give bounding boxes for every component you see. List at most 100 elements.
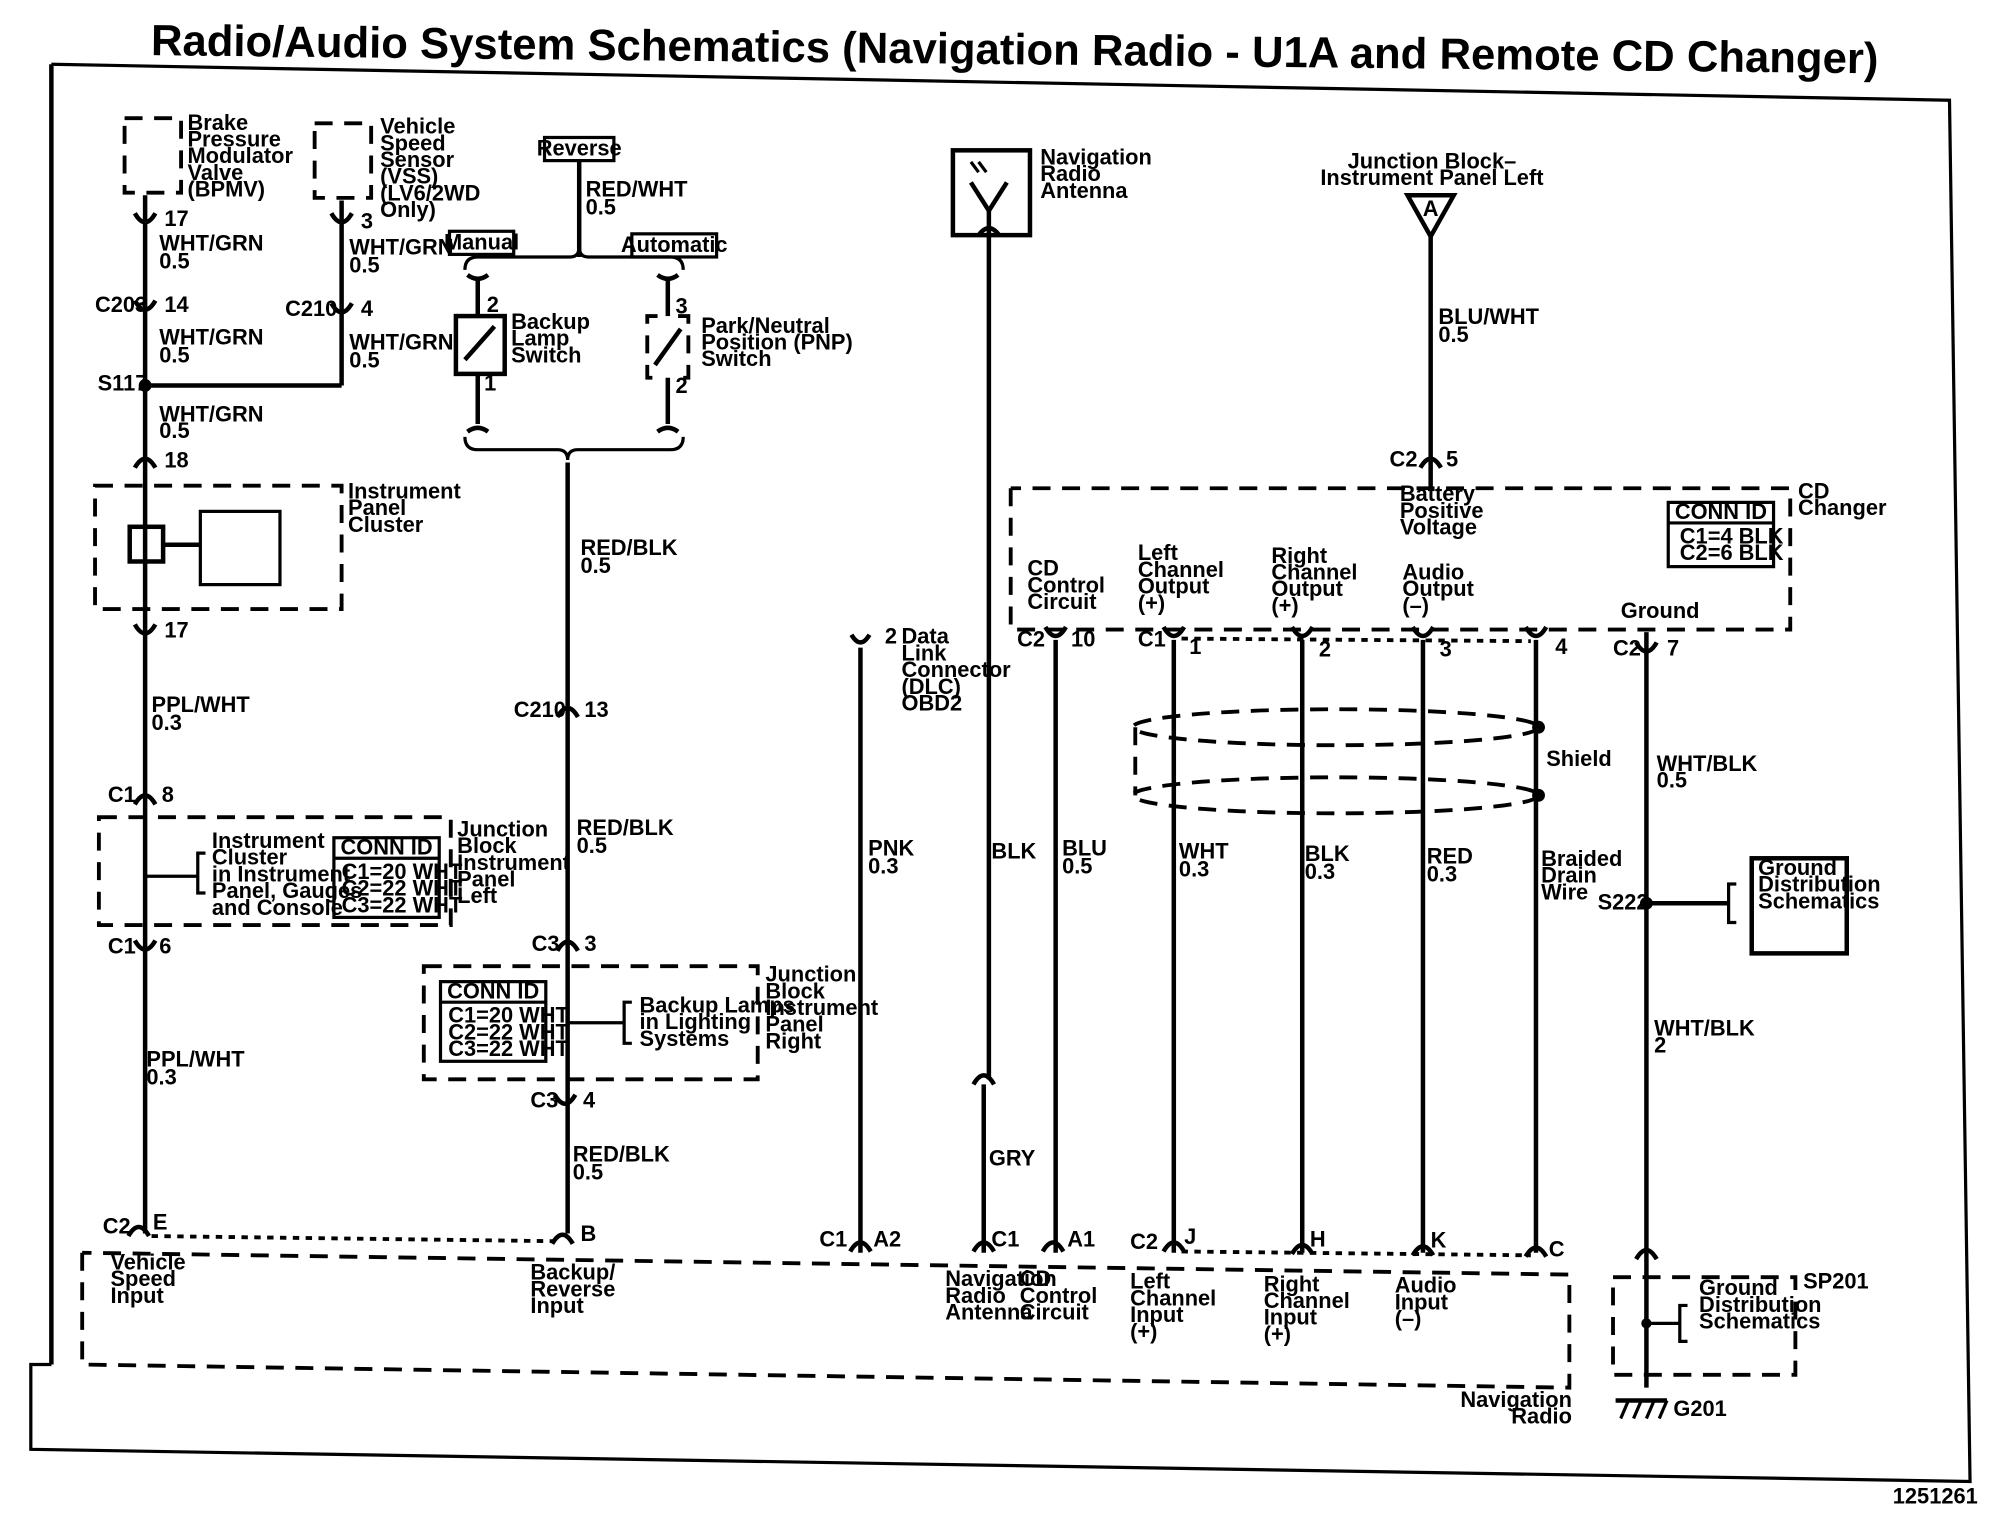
svg-text:2: 2 bbox=[1319, 637, 1331, 662]
svg-text:Braided: Braided bbox=[1541, 846, 1622, 871]
svg-text:C1=20 WHT: C1=20 WHT bbox=[342, 859, 463, 884]
cd-changer: CD Changer CONN ID C1=4 BLK C2=6 BLK Bat… bbox=[1008, 479, 1887, 632]
svg-text:17: 17 bbox=[164, 617, 188, 642]
svg-text:Output: Output bbox=[1138, 574, 1210, 599]
svg-text:J: J bbox=[1184, 1224, 1196, 1249]
svg-text:Link: Link bbox=[902, 640, 948, 665]
svg-text:BLK: BLK bbox=[991, 838, 1036, 863]
bpmv-component: Brake Pressure Modulator Valve (BPMV) bbox=[122, 110, 293, 202]
pnp-switch: 3 2 Park/Neutral Position (PNP) Switch bbox=[645, 273, 853, 434]
svg-text:0.5: 0.5 bbox=[159, 342, 189, 367]
svg-text:Park/Neutral: Park/Neutral bbox=[701, 313, 830, 338]
svg-text:Instrument Panel Left: Instrument Panel Left bbox=[1320, 165, 1543, 190]
svg-text:Valve: Valve bbox=[188, 160, 244, 185]
gds-box-right bbox=[1749, 856, 1850, 956]
svg-text:Audio: Audio bbox=[1395, 1273, 1457, 1298]
ground-symbol-g201: G201 bbox=[1615, 1396, 1727, 1421]
svg-text:0.5: 0.5 bbox=[1438, 322, 1468, 347]
svg-text:RED/BLK: RED/BLK bbox=[580, 535, 677, 560]
svg-text:0.3: 0.3 bbox=[152, 710, 182, 735]
svg-text:Radio: Radio bbox=[1040, 161, 1101, 186]
svg-text:WHT/GRN: WHT/GRN bbox=[159, 324, 263, 349]
svg-text:2: 2 bbox=[885, 624, 897, 649]
svg-text:Schematics: Schematics bbox=[1699, 1309, 1820, 1334]
svg-text:2: 2 bbox=[676, 373, 688, 398]
svg-text:Lamp: Lamp bbox=[511, 326, 569, 351]
svg-text:(LV6/2WD: (LV6/2WD bbox=[380, 180, 480, 205]
svg-text:Antenna: Antenna bbox=[1040, 178, 1128, 203]
svg-text:Block: Block bbox=[765, 978, 825, 1003]
svg-text:Panel: Panel bbox=[765, 1012, 823, 1037]
svg-text:Reverse: Reverse bbox=[537, 135, 622, 160]
svg-text:14: 14 bbox=[164, 292, 189, 317]
svg-text:Circuit: Circuit bbox=[1020, 1300, 1089, 1325]
svg-text:7: 7 bbox=[1667, 635, 1679, 660]
svg-text:C2=22 WHT: C2=22 WHT bbox=[448, 1019, 569, 1044]
svg-text:Drain: Drain bbox=[1541, 863, 1597, 888]
svg-text:Backup/: Backup/ bbox=[530, 1260, 615, 1285]
svg-text:13: 13 bbox=[584, 697, 608, 722]
svg-text:5: 5 bbox=[1446, 446, 1458, 471]
svg-text:OBD2: OBD2 bbox=[902, 691, 963, 716]
svg-text:Junction: Junction bbox=[765, 962, 856, 987]
svg-text:RED/BLK: RED/BLK bbox=[573, 1142, 670, 1167]
svg-text:Data: Data bbox=[902, 624, 950, 649]
svg-text:C2: C2 bbox=[1017, 626, 1045, 651]
svg-text:Left: Left bbox=[1138, 540, 1178, 565]
svg-text:0.5: 0.5 bbox=[349, 347, 379, 372]
svg-text:WHT/GRN: WHT/GRN bbox=[349, 329, 453, 354]
svg-text:Panel: Panel bbox=[348, 495, 406, 520]
svg-text:(+): (+) bbox=[1264, 1321, 1291, 1346]
svg-text:CD: CD bbox=[1027, 556, 1059, 581]
svg-text:Junction: Junction bbox=[457, 816, 548, 841]
svg-text:K: K bbox=[1431, 1228, 1447, 1253]
svg-text:Right: Right bbox=[1271, 543, 1327, 568]
svg-text:Control: Control bbox=[1027, 572, 1105, 597]
svg-text:Systems: Systems bbox=[640, 1026, 730, 1051]
svg-text:C210: C210 bbox=[285, 296, 337, 321]
svg-text:C2: C2 bbox=[1613, 635, 1641, 660]
svg-text:C1: C1 bbox=[819, 1226, 847, 1251]
svg-text:3: 3 bbox=[584, 931, 596, 956]
junction-block-ip-left: Instrument Cluster in Instrument Panel, … bbox=[96, 815, 570, 928]
svg-text:0.5: 0.5 bbox=[1062, 854, 1092, 879]
svg-text:S222: S222 bbox=[1598, 890, 1649, 915]
svg-text:Ground: Ground bbox=[1621, 598, 1700, 623]
svg-text:WHT/GRN: WHT/GRN bbox=[159, 401, 263, 426]
figure-number: 1251261 bbox=[1893, 1483, 1978, 1508]
shield: Shield bbox=[1130, 707, 1612, 816]
svg-text:PNK: PNK bbox=[868, 836, 914, 861]
svg-text:18: 18 bbox=[164, 448, 188, 473]
svg-text:C3=22 WHT: C3=22 WHT bbox=[448, 1036, 569, 1061]
svg-text:Ground: Ground bbox=[1699, 1275, 1778, 1300]
backup-lamp-switch: 2 1 Backup Lamp Switch bbox=[453, 273, 590, 434]
svg-text:0.5: 0.5 bbox=[159, 418, 189, 443]
svg-text:17: 17 bbox=[164, 206, 188, 231]
svg-text:Reverse: Reverse bbox=[530, 1276, 615, 1301]
svg-text:C: C bbox=[1549, 1237, 1565, 1262]
svg-text:Schematics: Schematics bbox=[1758, 888, 1879, 913]
svg-text:C3=22 WHT: C3=22 WHT bbox=[342, 892, 463, 917]
svg-text:(–): (–) bbox=[1402, 593, 1429, 618]
svg-text:(+): (+) bbox=[1138, 590, 1165, 615]
svg-text:2: 2 bbox=[487, 292, 499, 317]
svg-text:Switch: Switch bbox=[701, 346, 771, 371]
svg-text:WHT/GRN: WHT/GRN bbox=[159, 231, 263, 256]
svg-text:Antenna: Antenna bbox=[945, 1300, 1033, 1325]
svg-text:Input: Input bbox=[1395, 1289, 1448, 1314]
instrument-panel-cluster: Instrument Panel Cluster bbox=[93, 479, 461, 611]
svg-text:S117: S117 bbox=[98, 371, 148, 396]
svg-text:GRY: GRY bbox=[989, 1145, 1036, 1170]
svg-text:Switch: Switch bbox=[511, 342, 581, 367]
svg-text:Navigation: Navigation bbox=[945, 1266, 1057, 1291]
svg-text:Positive: Positive bbox=[1400, 498, 1484, 523]
svg-text:0.5: 0.5 bbox=[1657, 768, 1687, 793]
svg-text:C1: C1 bbox=[1138, 626, 1166, 651]
svg-text:0.5: 0.5 bbox=[580, 553, 610, 578]
svg-text:G201: G201 bbox=[1673, 1396, 1726, 1421]
svg-text:BLU: BLU bbox=[1062, 836, 1107, 861]
svg-text:Right: Right bbox=[765, 1028, 821, 1053]
svg-text:Vehicle: Vehicle bbox=[110, 1249, 185, 1274]
svg-text:and Console: and Console bbox=[212, 895, 343, 920]
svg-text:Backup Lamps: Backup Lamps bbox=[640, 992, 795, 1017]
